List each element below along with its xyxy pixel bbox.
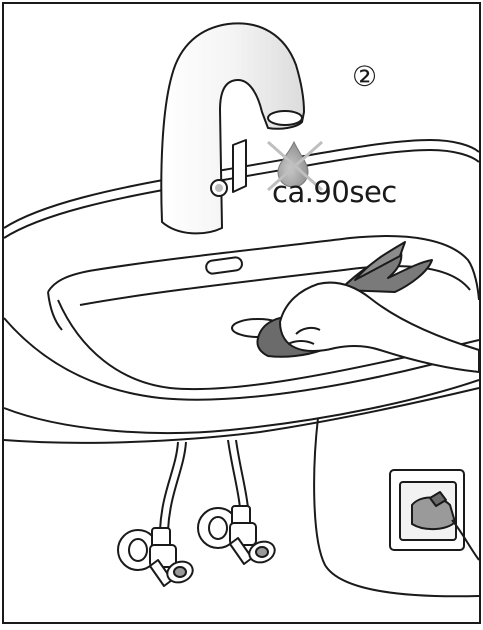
control-box-icon	[390, 470, 479, 560]
step-number: ②	[352, 63, 377, 91]
angle-valves-icon	[118, 506, 278, 586]
duration-label: ca.90sec	[272, 178, 397, 207]
hand-wiping-cloth-icon	[257, 242, 479, 372]
